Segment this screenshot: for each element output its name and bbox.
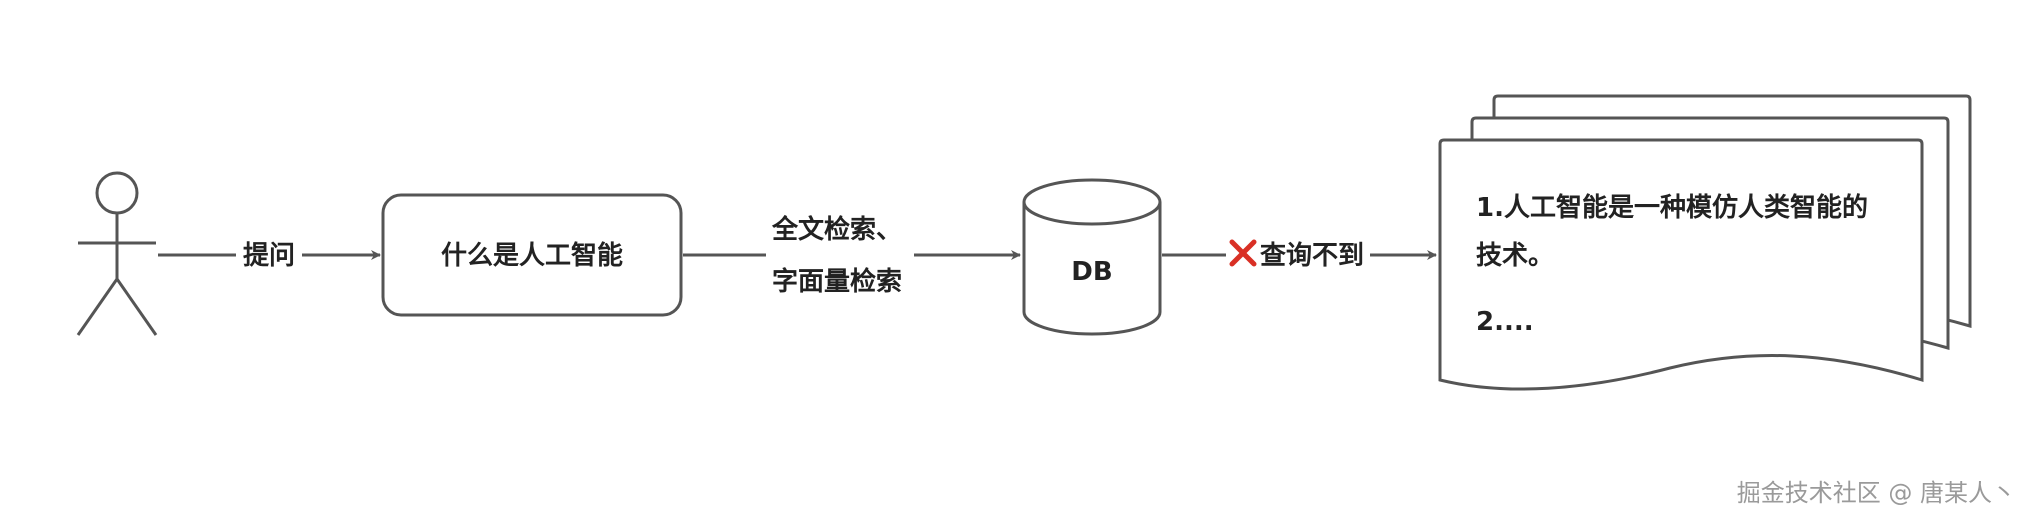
result-text-line2: 技术。	[1476, 241, 1554, 271]
database-label: DB	[1071, 257, 1112, 287]
edge-not-found: 查询不到	[1162, 239, 1437, 271]
database-cylinder: DB	[1022, 178, 1162, 336]
edge-label-search-line1: 全文检索、	[771, 214, 902, 245]
watermark-text: 掘金技术社区 @ 唐某人丶	[1737, 479, 2016, 507]
result-document-stack	[1438, 94, 1972, 391]
actor-icon	[76, 171, 158, 336]
edge-ask: 提问	[158, 241, 381, 271]
edge-label-search-line2: 字面量检索	[772, 266, 902, 297]
query-box-label: 什么是人工智能	[441, 240, 623, 271]
edge-label-not-found: 查询不到	[1260, 241, 1364, 271]
result-text-line1: 1.人工智能是一种模仿人类智能的	[1476, 192, 1868, 223]
edge-search: 全文检索、 字面量检索	[683, 214, 1021, 297]
edge-label-ask: 提问	[243, 241, 295, 271]
result-text-line3: 2....	[1476, 307, 1534, 337]
query-box: 什么是人工智能	[381, 193, 683, 317]
document-front-sheet	[1438, 138, 1924, 391]
cross-mark-icon	[1229, 239, 1257, 267]
